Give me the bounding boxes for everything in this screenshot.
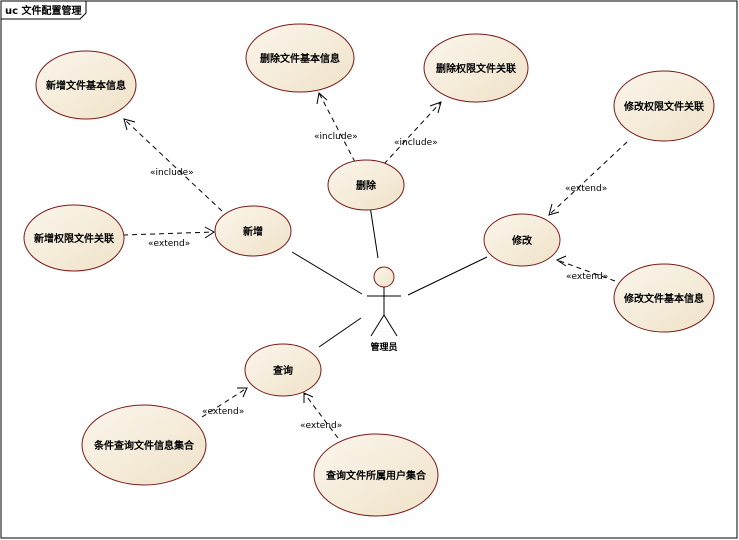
include-label: «include»: [314, 132, 358, 142]
arrowhead: [123, 118, 136, 131]
associations: [291, 205, 488, 348]
association-xiugai: [407, 256, 488, 296]
arrowhead: [204, 226, 215, 239]
extend-xiugai-jiben-line: [556, 259, 616, 282]
arrowhead: [429, 101, 442, 114]
association-shanchu: [369, 205, 379, 259]
usecase-shanchu-jiben[interactable]: 删除文件基本信息: [245, 23, 355, 93]
frame-title: uc 文件配置管理: [5, 4, 82, 17]
stereotype-labels: «include» «include» «include» «extend» «…: [148, 132, 608, 431]
include-label: «include»: [394, 138, 438, 148]
actor-admin[interactable]: 管理员: [367, 266, 401, 353]
usecase-label: 修改权限文件关联: [623, 100, 704, 113]
usecase-label: 修改文件基本信息: [623, 292, 704, 305]
arrowhead: [548, 203, 560, 216]
usecase-label: 修改: [511, 234, 533, 247]
arrowhead: [303, 392, 314, 403]
usecase-label: 条件查询文件信息集合: [93, 439, 195, 452]
usecase-chaxun[interactable]: 查询: [244, 343, 322, 397]
extend-label: «extend»: [566, 272, 608, 282]
usecase-label: 新增: [243, 225, 263, 238]
usecase-chaxun-yonghu[interactable]: 查询文件所属用户集合: [313, 433, 439, 517]
usecase-label: 查询: [272, 364, 293, 377]
arrowheads: [123, 92, 567, 403]
usecase-xiugai-quanxian[interactable]: 修改权限文件关联: [613, 70, 715, 142]
usecase-label: 新增文件基本信息: [46, 79, 126, 92]
usecase-label: 删除: [356, 179, 377, 192]
usecase-label: 删除权限文件关联: [436, 62, 516, 75]
extend-xinzeng-quanxian-line: [122, 231, 215, 236]
extend-label: «extend»: [300, 421, 342, 431]
dependencies: [122, 92, 628, 439]
usecase-xinzeng[interactable]: 新增: [214, 205, 292, 257]
usecase-shanchu-quanxian[interactable]: 删除权限文件关联: [423, 33, 529, 103]
usecase-xinzeng-jiben[interactable]: 新增文件基本信息: [35, 50, 137, 120]
arrowhead: [237, 387, 248, 398]
arrowhead: [555, 255, 567, 267]
usecase-xinzeng-quanxian[interactable]: 新增权限文件关联: [23, 204, 125, 272]
usecase-label: 查询文件所属用户集合: [325, 469, 427, 482]
association-chaxun: [318, 317, 362, 348]
frame-title-tab: [0, 0, 87, 20]
arrowhead: [316, 92, 328, 105]
extend-label: «extend»: [148, 239, 190, 249]
usecase-xiugai-jiben[interactable]: 修改文件基本信息: [613, 263, 715, 333]
usecase-xiugai[interactable]: 修改: [483, 213, 561, 267]
include-label: «include»: [150, 168, 194, 178]
include-shanchu-jiben-line: [318, 92, 356, 163]
association-xinzeng: [291, 251, 363, 295]
stick-figure-icon: [367, 266, 401, 337]
usecase-shanchu[interactable]: 删除: [327, 159, 405, 211]
actor-label: 管理员: [370, 341, 397, 353]
extend-label: «extend»: [202, 407, 244, 417]
extend-yonghu-line: [303, 392, 339, 439]
extend-label: «extend»: [565, 184, 607, 194]
usecase-tiaojian-chaxun[interactable]: 条件查询文件信息集合: [81, 404, 207, 486]
usecase-label: 删除文件基本信息: [260, 52, 340, 65]
include-xinzeng-line: [123, 118, 223, 212]
usecase-label: 新增权限文件关联: [34, 232, 114, 245]
